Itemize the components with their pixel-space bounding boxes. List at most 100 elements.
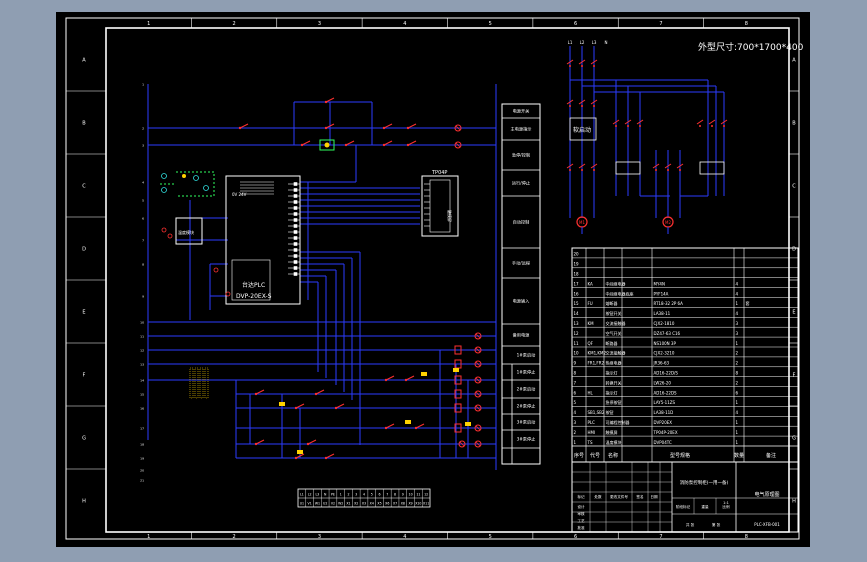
sensor-probe — [161, 173, 167, 179]
terminal-bottom-label: X9 — [408, 502, 412, 506]
tb-label: 处数 — [594, 494, 602, 499]
terminal-bottom-label: X11 — [423, 502, 429, 506]
bom-cell: 1 — [736, 301, 739, 306]
grid-col-top: 2 — [232, 21, 235, 27]
motor-label: M1 — [579, 220, 585, 225]
lamp-cross — [475, 441, 481, 447]
tb-role: 设计 — [577, 504, 585, 509]
grid-row-left: D — [82, 247, 86, 253]
power-node — [655, 169, 657, 171]
bom-cell: HL — [588, 390, 594, 395]
function-label: 3#泵停止 — [517, 435, 536, 442]
power-node — [723, 125, 725, 127]
bom-cell: DVP20EX — [654, 420, 673, 425]
wire-number: 6 — [142, 217, 144, 221]
bom-cell: 2 — [736, 380, 739, 385]
grid-col-bottom: 4 — [403, 534, 406, 540]
grid-row-right: C — [792, 184, 796, 190]
plc-terminal — [293, 212, 298, 216]
drawing-number: PLC-XFB-001 — [754, 522, 780, 527]
bom-cell: FR1,FR2 — [588, 361, 605, 366]
function-label: 2#泵停止 — [517, 402, 536, 409]
relay-contact — [385, 375, 395, 381]
grid-col-top: 5 — [489, 21, 492, 27]
relay-contact — [407, 123, 417, 129]
indicator-lamp — [474, 360, 482, 368]
bom-cell: CJX2-1810 — [654, 321, 675, 326]
function-label: 急停/控制 — [512, 151, 530, 158]
power-node — [581, 65, 583, 67]
bom-header: 备注 — [766, 452, 776, 459]
terminal-top-label: 12 — [424, 493, 428, 497]
bom-cell: LA38-11 — [654, 311, 671, 316]
wire-number: 5 — [142, 199, 144, 203]
contact-node — [324, 100, 328, 104]
terminal-bottom-label: X6 — [385, 502, 389, 506]
plc-terminal — [293, 236, 298, 240]
bom-cell: 14 — [574, 311, 580, 316]
bom-cell: 交流接触器 — [606, 350, 626, 356]
contact-node — [414, 426, 418, 430]
grid-row-left: B — [82, 121, 86, 127]
contact-node — [254, 442, 258, 446]
power-contact — [590, 163, 598, 169]
plc-terminal — [293, 230, 298, 234]
input-switch — [225, 291, 231, 297]
bom-cell: QF — [588, 341, 594, 346]
terminal-top-label: 8 — [394, 493, 396, 497]
terminal-top-label: 1 — [340, 493, 342, 497]
bom-cell: 空气开关 — [606, 330, 622, 336]
bom-cell: JR36-63 — [653, 361, 670, 366]
bom-cell: 11 — [574, 341, 580, 346]
plc-model: DVP-20EX-S — [236, 293, 272, 300]
function-label: 3#泵启动 — [517, 418, 536, 425]
power-contact — [578, 99, 586, 105]
phase-label: L1 — [568, 40, 573, 45]
selector-switch — [194, 367, 199, 399]
button-cap — [279, 402, 285, 406]
plc-terminal — [293, 260, 298, 264]
bom-cell: 指示灯 — [606, 389, 618, 395]
indicator-lamp — [474, 346, 482, 354]
tb-field: 阶段标记 — [676, 504, 691, 509]
terminal-top-label: N — [324, 493, 327, 497]
button-cap — [405, 420, 411, 424]
tp-side-label: 触摸屏 — [447, 210, 453, 222]
terminal-top-label: 3 — [355, 493, 357, 497]
bom-header: 序号 — [574, 452, 584, 459]
wire-number: 20 — [140, 469, 144, 473]
bom-cell: 18 — [574, 272, 580, 277]
grid-row-right: G — [792, 436, 796, 442]
bom-cell: 15 — [574, 301, 580, 306]
grid-row-right: B — [792, 121, 796, 127]
bom-cell: 急停按钮 — [606, 399, 622, 405]
lamp-cross — [475, 347, 481, 353]
tb-label: 更改文件号 — [610, 494, 628, 499]
relay-contact — [255, 439, 265, 445]
tb-sheets: 共 张 — [686, 522, 695, 527]
lamp-cross — [475, 425, 481, 431]
bom-cell: 指示灯 — [606, 370, 618, 376]
input-switch — [167, 233, 173, 239]
wire-number: 17 — [140, 427, 144, 431]
bom-cell: 温度模块 — [606, 439, 622, 445]
bom-cell: 转换开关 — [606, 379, 622, 385]
bom-cell: SB1,SB2 — [588, 410, 605, 415]
button-cap — [453, 368, 459, 372]
relay-contact — [335, 403, 345, 409]
bom-cell: 6 — [574, 390, 577, 395]
power-contact — [696, 119, 704, 125]
bom-cell: 8 — [736, 371, 739, 376]
bom-cell: TP04P-20EX — [653, 430, 678, 435]
plc-terminal — [293, 218, 298, 222]
relay-contact — [407, 140, 417, 146]
terminal-top-label: 6 — [379, 493, 381, 497]
terminal-top-label: 2 — [347, 493, 349, 497]
bom-cell: 4 — [736, 281, 739, 286]
contact-node — [294, 406, 298, 410]
input-switch — [161, 227, 167, 233]
bom-cell: LAY5-11ZS — [654, 400, 676, 405]
selector-switch — [199, 367, 204, 399]
lamp-cross — [455, 142, 461, 148]
